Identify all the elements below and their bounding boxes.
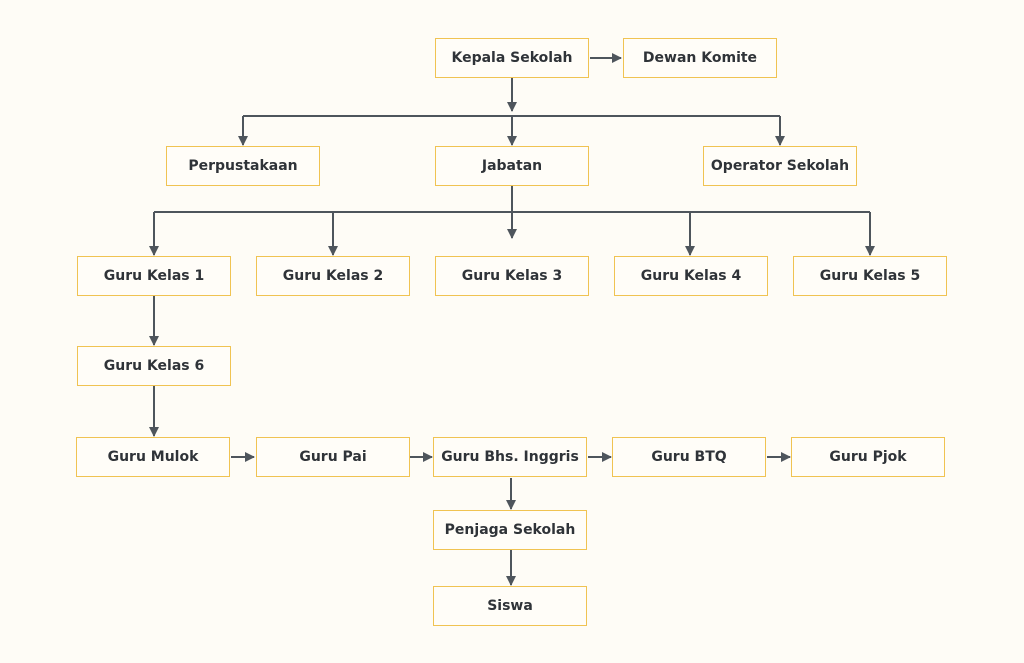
node-guru-pai: Guru Pai (256, 437, 410, 477)
node-guru-kelas-2: Guru Kelas 2 (256, 256, 410, 296)
node-perpustakaan: Perpustakaan (166, 146, 320, 186)
node-jabatan: Jabatan (435, 146, 589, 186)
node-guru-pjok: Guru Pjok (791, 437, 945, 477)
node-guru-kelas-5: Guru Kelas 5 (793, 256, 947, 296)
node-siswa: Siswa (433, 586, 587, 626)
node-guru-btq: Guru BTQ (612, 437, 766, 477)
node-kepala-sekolah: Kepala Sekolah (435, 38, 589, 78)
node-guru-mulok: Guru Mulok (76, 437, 230, 477)
node-penjaga-sekolah: Penjaga Sekolah (433, 510, 587, 550)
node-guru-bhs-inggris: Guru Bhs. Inggris (433, 437, 587, 477)
node-guru-kelas-1: Guru Kelas 1 (77, 256, 231, 296)
node-guru-kelas-4: Guru Kelas 4 (614, 256, 768, 296)
node-guru-kelas-3: Guru Kelas 3 (435, 256, 589, 296)
node-guru-kelas-6: Guru Kelas 6 (77, 346, 231, 386)
node-dewan-komite: Dewan Komite (623, 38, 777, 78)
node-operator-sekolah: Operator Sekolah (703, 146, 857, 186)
